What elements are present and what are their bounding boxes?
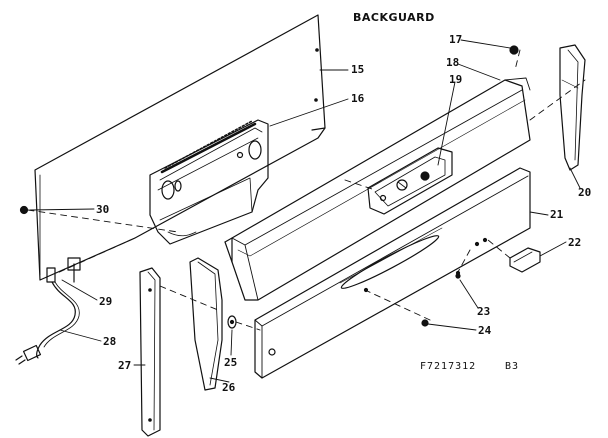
- callout-leader-lines: [29, 39, 581, 383]
- callout-20: 20: [578, 186, 592, 199]
- callout-22: 22: [568, 236, 582, 249]
- callout-25: 25: [224, 356, 238, 369]
- left-end-cap-part-26: [189, 257, 223, 391]
- bracket-part-22: [509, 247, 541, 273]
- trim-strip-part-27: [139, 267, 161, 437]
- callout-18: 18: [446, 56, 460, 69]
- callout-15: 15: [351, 63, 365, 76]
- control-housing-part-16: [149, 119, 269, 245]
- callout-23: 23: [477, 305, 491, 318]
- callout-27: 27: [118, 359, 132, 372]
- callout-28: 28: [103, 335, 117, 348]
- callout-30: 30: [96, 203, 110, 216]
- callout-26: 26: [222, 381, 236, 394]
- callout-21: 21: [550, 208, 564, 221]
- clock-timer-part-19: [367, 147, 453, 215]
- screw-part-24: [421, 319, 429, 327]
- callout-19: 19: [449, 73, 463, 86]
- backguard-panel-part-18: [224, 77, 531, 301]
- callout-17: 17: [449, 33, 463, 46]
- back-panel-part-15: [34, 14, 326, 281]
- revision-code: B3: [505, 361, 520, 372]
- callout-24: 24: [478, 324, 492, 337]
- power-cord-part-28: [15, 281, 80, 365]
- callout-16: 16: [351, 92, 365, 105]
- right-end-cap-part-20: [559, 44, 586, 171]
- connector-part-29: [46, 257, 81, 283]
- screw-part-23: [455, 273, 461, 279]
- callout-29: 29: [99, 295, 113, 308]
- lower-trim-panel-part-21: [254, 167, 531, 379]
- catalog-code: F7217312: [420, 361, 477, 372]
- screw-part-25: [227, 315, 237, 329]
- screw-part-17: [509, 45, 519, 55]
- diagram-title: BACKGUARD: [353, 11, 435, 24]
- screw-part-30: [19, 205, 29, 215]
- assembly-guide-lines: [27, 49, 586, 331]
